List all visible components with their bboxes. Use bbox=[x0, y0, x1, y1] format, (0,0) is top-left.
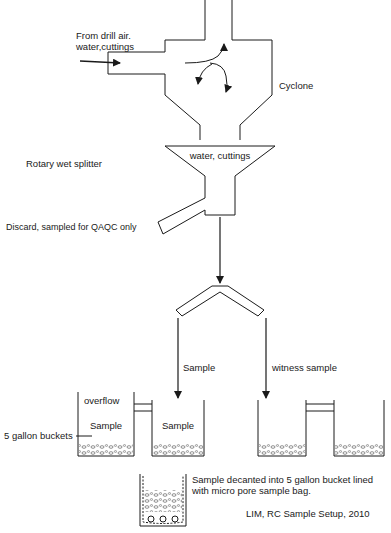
node-text: Sample bbox=[154, 420, 202, 431]
note-label: Sample decanted into 5 gallon bucket lin… bbox=[192, 474, 386, 497]
part-label: Rotary wet splitter bbox=[26, 158, 102, 169]
caption: LIM, RC Sample Setup, 2010 bbox=[246, 508, 370, 519]
part-label: 5 gallon buckets bbox=[4, 430, 73, 441]
sample-bucket: Sample bbox=[154, 412, 202, 442]
splitter-funnel: water, cuttings bbox=[168, 148, 272, 172]
flow-label: witness sample bbox=[272, 362, 337, 373]
flow-label: Sample bbox=[183, 362, 215, 373]
node-text: water, cuttings bbox=[168, 150, 272, 161]
node-text: Sample bbox=[80, 420, 132, 431]
sample-bucket: Sample bbox=[80, 412, 132, 442]
inlet-label: From drill air. water,cuttings bbox=[76, 30, 168, 53]
note-label: Discard, sampled for QAQC only bbox=[6, 222, 137, 233]
part-label: Cyclone bbox=[279, 80, 313, 91]
part-label: overflow bbox=[84, 395, 119, 406]
